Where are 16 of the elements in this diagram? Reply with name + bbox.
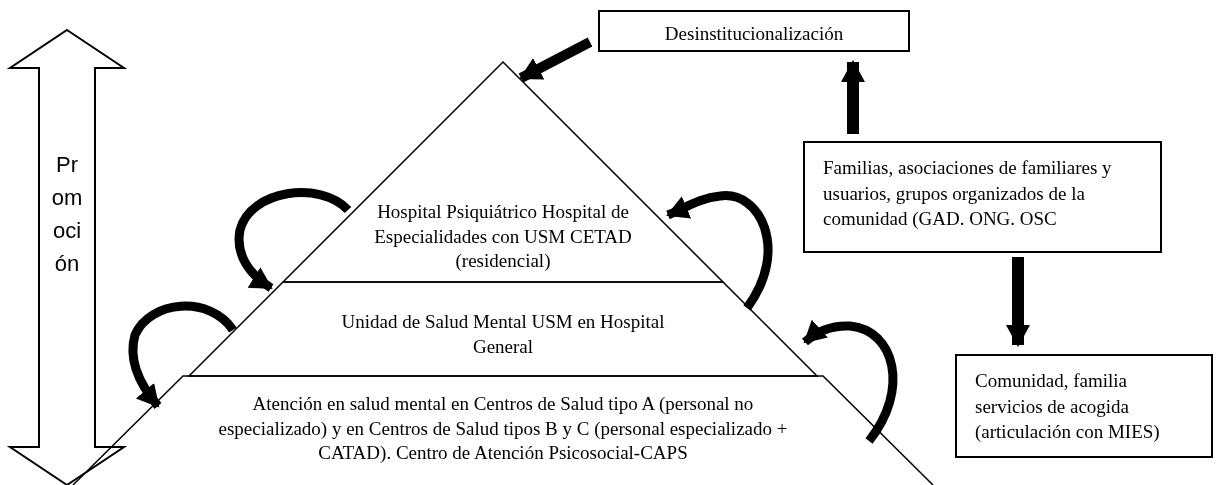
text-box: Familias, asociaciones de familiares y usuarios, grupos organizados de la comunidad (GAD. ONG. OSC [803,141,1162,253]
block-arrow [518,37,593,83]
text-box: Desinstitucionalización [598,10,910,52]
curved-arrow [234,188,351,292]
block-arrow [841,60,865,134]
block-arrow [1006,257,1030,347]
arrow-text: Promoción [51,151,83,278]
pyramid-tier [73,376,933,485]
curved-arrow [128,301,237,409]
tier-text: Atención en salud mental en Centros de Salud tipo A (personal no especializado) y en Centros de Salud tipos B y C (personal especializado + CATAD). Centro de Atención Psicosocial-CAPS [217,392,789,466]
pyramid-tier [283,62,723,282]
tier-text: Unidad de Salud Mental USM en Hospital General [340,310,666,359]
text-box: Comunidad, familia servicios de acogida (articulación con MIES) [955,354,1213,458]
curved-arrow [666,191,773,311]
double-arrow [10,30,124,485]
tier-text: Hospital Psiquiátrico Hospital de Especialidades con USM CETAD (residencial) [373,200,633,274]
